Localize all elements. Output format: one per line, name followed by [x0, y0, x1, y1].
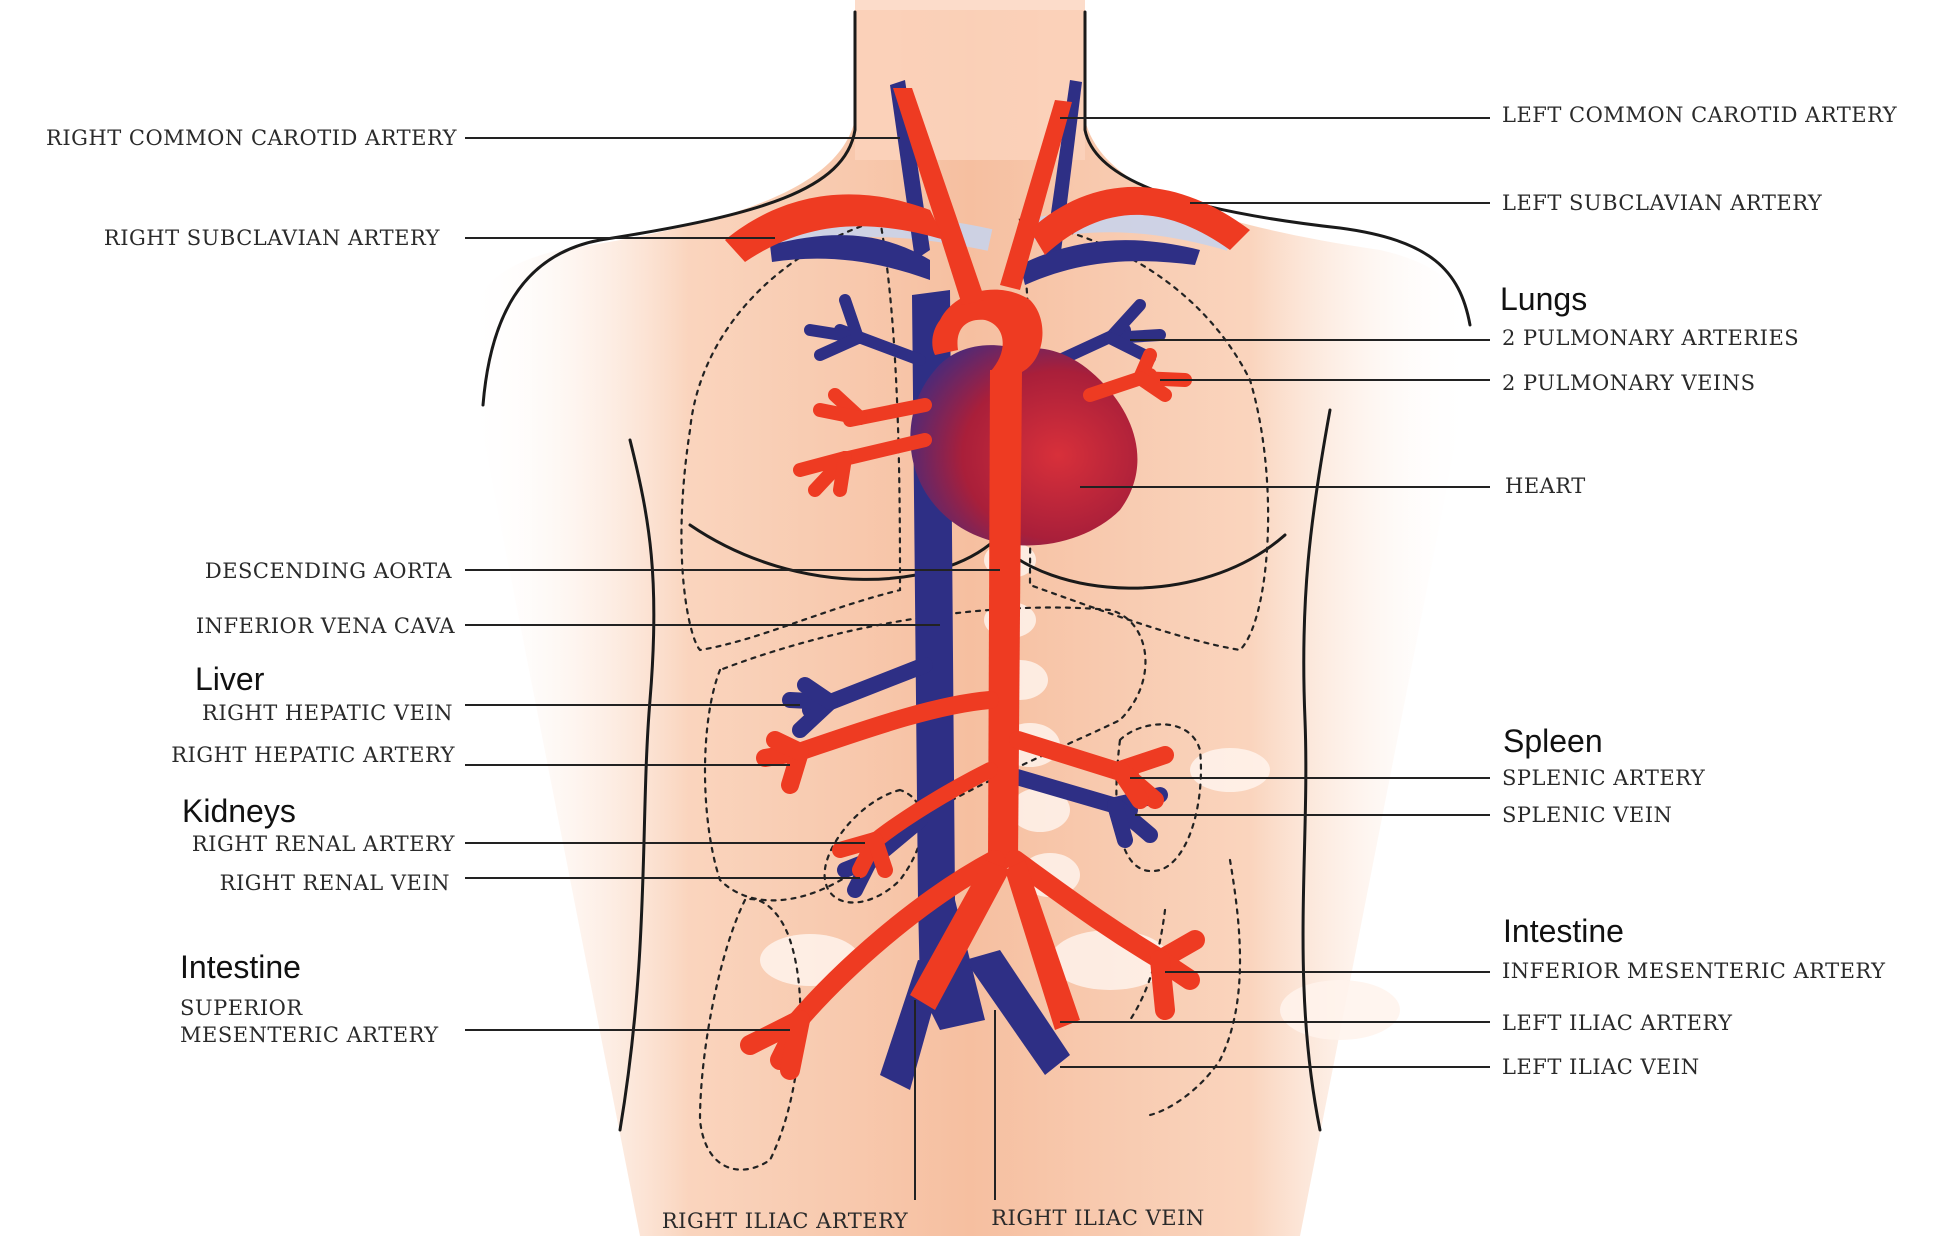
label-right-renal-artery: RIGHT RENAL ARTERY [192, 832, 456, 856]
heading-intestine-right: Intestine [1503, 913, 1624, 949]
label-right-hepatic-artery: RIGHT HEPATIC ARTERY [171, 743, 455, 767]
label-inferior-vena-cava: INFERIOR VENA CAVA [196, 614, 456, 638]
heading-spleen: Spleen [1503, 723, 1603, 759]
label-right-subclavian-artery: RIGHT SUBCLAVIAN ARTERY [104, 226, 441, 250]
heading-intestine-left: Intestine [180, 949, 301, 985]
label-left-subclavian-artery: LEFT SUBCLAVIAN ARTERY [1502, 191, 1823, 215]
label-inferior-mesenteric-artery: INFERIOR MESENTERIC ARTERY [1502, 959, 1886, 983]
label-superior-mesenteric-artery: SUPERIOR MESENTERIC ARTERY [180, 996, 439, 1047]
descending-aorta [988, 370, 1022, 870]
label-left-iliac-vein: LEFT ILIAC VEIN [1502, 1055, 1700, 1079]
label-superior-mesenteric-line1: SUPERIOR [180, 996, 303, 1020]
torso-shading [467, 10, 1473, 1236]
label-right-renal-vein: RIGHT RENAL VEIN [220, 871, 450, 895]
label-right-iliac-artery: RIGHT ILIAC ARTERY [662, 1209, 909, 1233]
label-heart: HEART [1505, 474, 1586, 498]
left-labels: RIGHT COMMON CAROTID ARTERY RIGHT SUBCLA… [46, 126, 458, 895]
label-right-hepatic-vein: RIGHT HEPATIC VEIN [202, 701, 453, 725]
label-superior-mesenteric-line2: MESENTERIC ARTERY [180, 1023, 439, 1047]
body-silhouette [467, 0, 1473, 1236]
heading-kidneys: Kidneys [182, 793, 296, 829]
heading-liver: Liver [195, 661, 265, 697]
label-splenic-vein: SPLENIC VEIN [1502, 803, 1672, 827]
label-left-common-carotid-artery: LEFT COMMON CAROTID ARTERY [1502, 103, 1898, 127]
label-splenic-artery: SPLENIC ARTERY [1502, 766, 1706, 790]
label-pulmonary-arteries: 2 PULMONARY ARTERIES [1502, 326, 1799, 350]
label-descending-aorta: DESCENDING AORTA [205, 559, 452, 583]
label-left-iliac-artery: LEFT ILIAC ARTERY [1502, 1011, 1733, 1035]
label-pulmonary-veins: 2 PULMONARY VEINS [1502, 371, 1755, 395]
heading-lungs: Lungs [1500, 281, 1587, 317]
label-right-common-carotid-artery: RIGHT COMMON CAROTID ARTERY [46, 126, 458, 150]
label-right-iliac-vein: RIGHT ILIAC VEIN [991, 1206, 1205, 1230]
